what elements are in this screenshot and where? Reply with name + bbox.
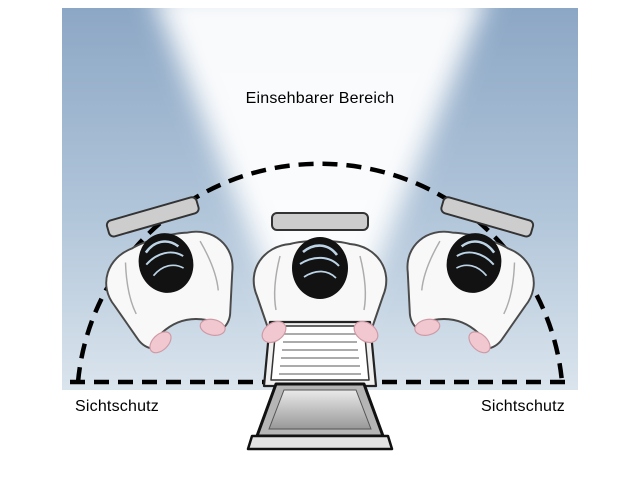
laptop [246, 382, 394, 451]
privacy-label-left: Sichtschutz [75, 398, 159, 415]
laptop-screen [268, 389, 372, 430]
viewable-area-label: Einsehbarer Bereich [246, 90, 395, 107]
viewable-beam [154, 0, 486, 400]
privacy-label-right: Sichtschutz [481, 398, 565, 415]
laptop-base [246, 434, 394, 451]
